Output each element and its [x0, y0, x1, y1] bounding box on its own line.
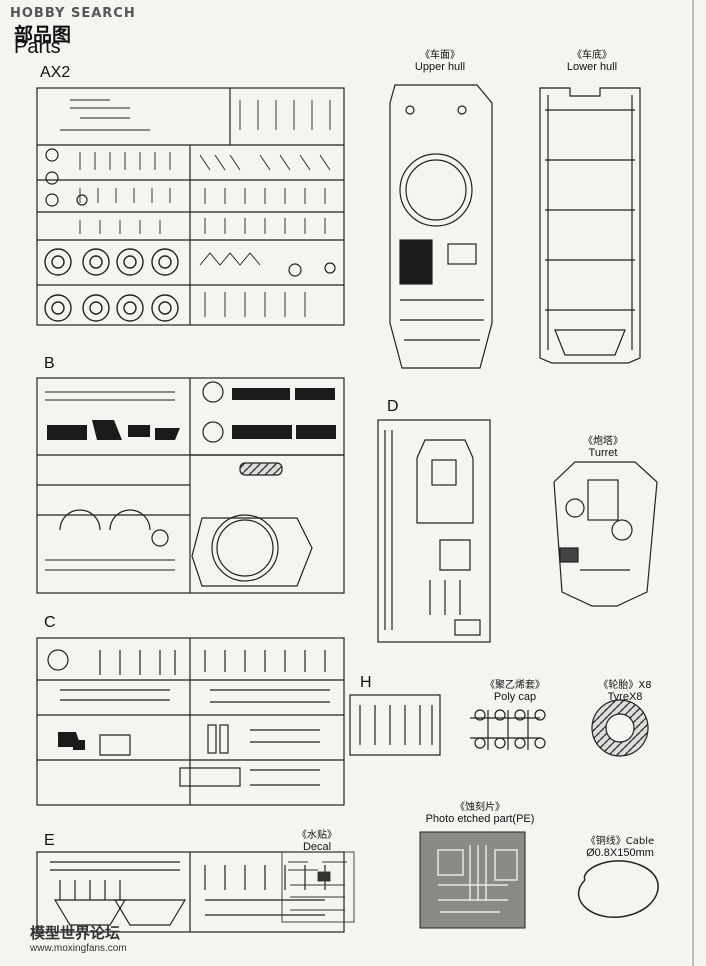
lower-hull-drawing [539, 87, 641, 364]
caption-lower-hull-en: Lower hull [566, 61, 618, 73]
footer-watermark: 模型世界论坛 www.moxingfans.com [30, 922, 127, 954]
caption-cable-en: Ø0.8X150mm [586, 847, 654, 859]
sprue-h [349, 694, 441, 756]
sprue-ax2 [36, 87, 345, 326]
caption-poly-cap-en: Poly cap [493, 691, 537, 703]
sprue-label-h: H [360, 674, 372, 691]
sprue-label-d: D [387, 398, 399, 415]
caption-turret: 《炮塔》 Turret [563, 432, 643, 459]
watermark-text: HOBBY SEARCH [10, 6, 136, 21]
sprue-label-e: E [44, 832, 55, 849]
upper-hull-drawing [389, 84, 493, 369]
tyre-drawing [591, 699, 649, 757]
decal-sheet [281, 851, 355, 923]
page-title-en: Parts [14, 36, 61, 58]
caption-photo-etched-cn: 《蚀刻片》 [455, 802, 505, 813]
caption-turret-en: Turret [588, 447, 618, 459]
caption-decal-cn: 《水贴》 [297, 830, 337, 841]
footer-watermark-url: www.moxingfans.com [30, 943, 127, 954]
caption-lower-hull-cn: 《车底》 [572, 50, 612, 61]
caption-lower-hull: 《车底》 Lower hull [547, 46, 637, 73]
caption-cable: 《铜线》Cable Ø0.8X150mm [565, 832, 675, 859]
page-title-cn: 部品图 [14, 24, 72, 46]
caption-cable-cn: 《铜线》Cable [585, 836, 655, 847]
caption-decal-en: Decal [302, 841, 332, 853]
sprue-c [36, 637, 345, 806]
caption-turret-cn: 《炮塔》 [583, 436, 623, 447]
sprue-label-b: B [44, 355, 55, 372]
cable-drawing [578, 860, 659, 918]
watermark-logo: HOBBY SEARCH [10, 6, 136, 21]
caption-poly-cap-cn: 《聚乙烯套》 [485, 680, 545, 691]
caption-upper-hull-cn: 《车面》 [420, 50, 460, 61]
sprue-b [36, 377, 345, 594]
caption-poly-cap: 《聚乙烯套》 Poly cap [475, 676, 555, 703]
caption-photo-etched-en: Photo etched part(PE) [425, 813, 535, 825]
photo-etched-fret [419, 831, 526, 929]
sprue-d [377, 419, 491, 643]
poly-cap-drawing [470, 709, 546, 750]
caption-decal: 《水贴》 Decal [282, 826, 352, 853]
sprue-label-c: C [44, 614, 56, 631]
sprue-label-ax2: AX2 [40, 64, 71, 81]
caption-upper-hull-en: Upper hull [414, 61, 466, 73]
turret-drawing [553, 461, 658, 607]
caption-photo-etched: 《蚀刻片》 Photo etched part(PE) [415, 798, 545, 825]
footer-watermark-text: 模型世界论坛 [30, 924, 121, 942]
caption-tyre-cn: 《轮胎》X8 [598, 680, 652, 691]
caption-upper-hull: 《车面》 Upper hull [395, 46, 485, 73]
sprue-e [36, 851, 345, 933]
